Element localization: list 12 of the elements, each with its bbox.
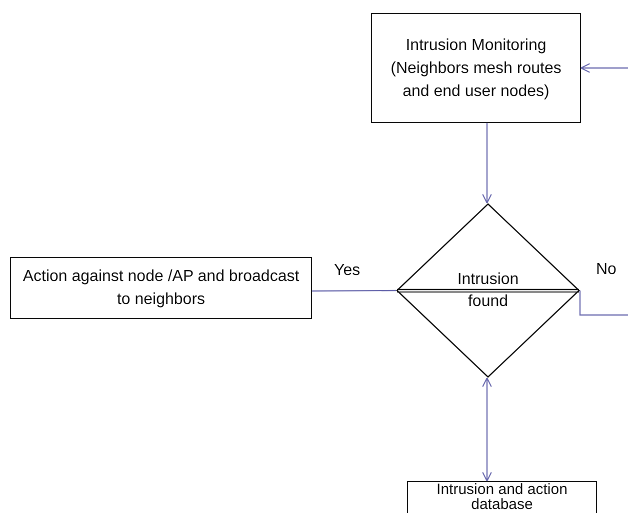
node-text: Intrusion and action database bbox=[436, 482, 568, 512]
process-box bbox=[371, 13, 581, 123]
arrow bbox=[482, 377, 492, 482]
arrow bbox=[580, 62, 628, 74]
node-text: Intrusion Monitoring (Neighbors mesh routes and end user nodes) bbox=[390, 36, 562, 102]
decision-text: Intrusion found bbox=[456, 270, 520, 312]
connector-line bbox=[312, 290, 396, 292]
arrow bbox=[482, 123, 492, 204]
node-text: Action against node /AP and broadcast to neighbors bbox=[22, 267, 300, 310]
process-box bbox=[10, 257, 312, 319]
process-box bbox=[407, 481, 597, 513]
connector-line bbox=[579, 290, 628, 316]
